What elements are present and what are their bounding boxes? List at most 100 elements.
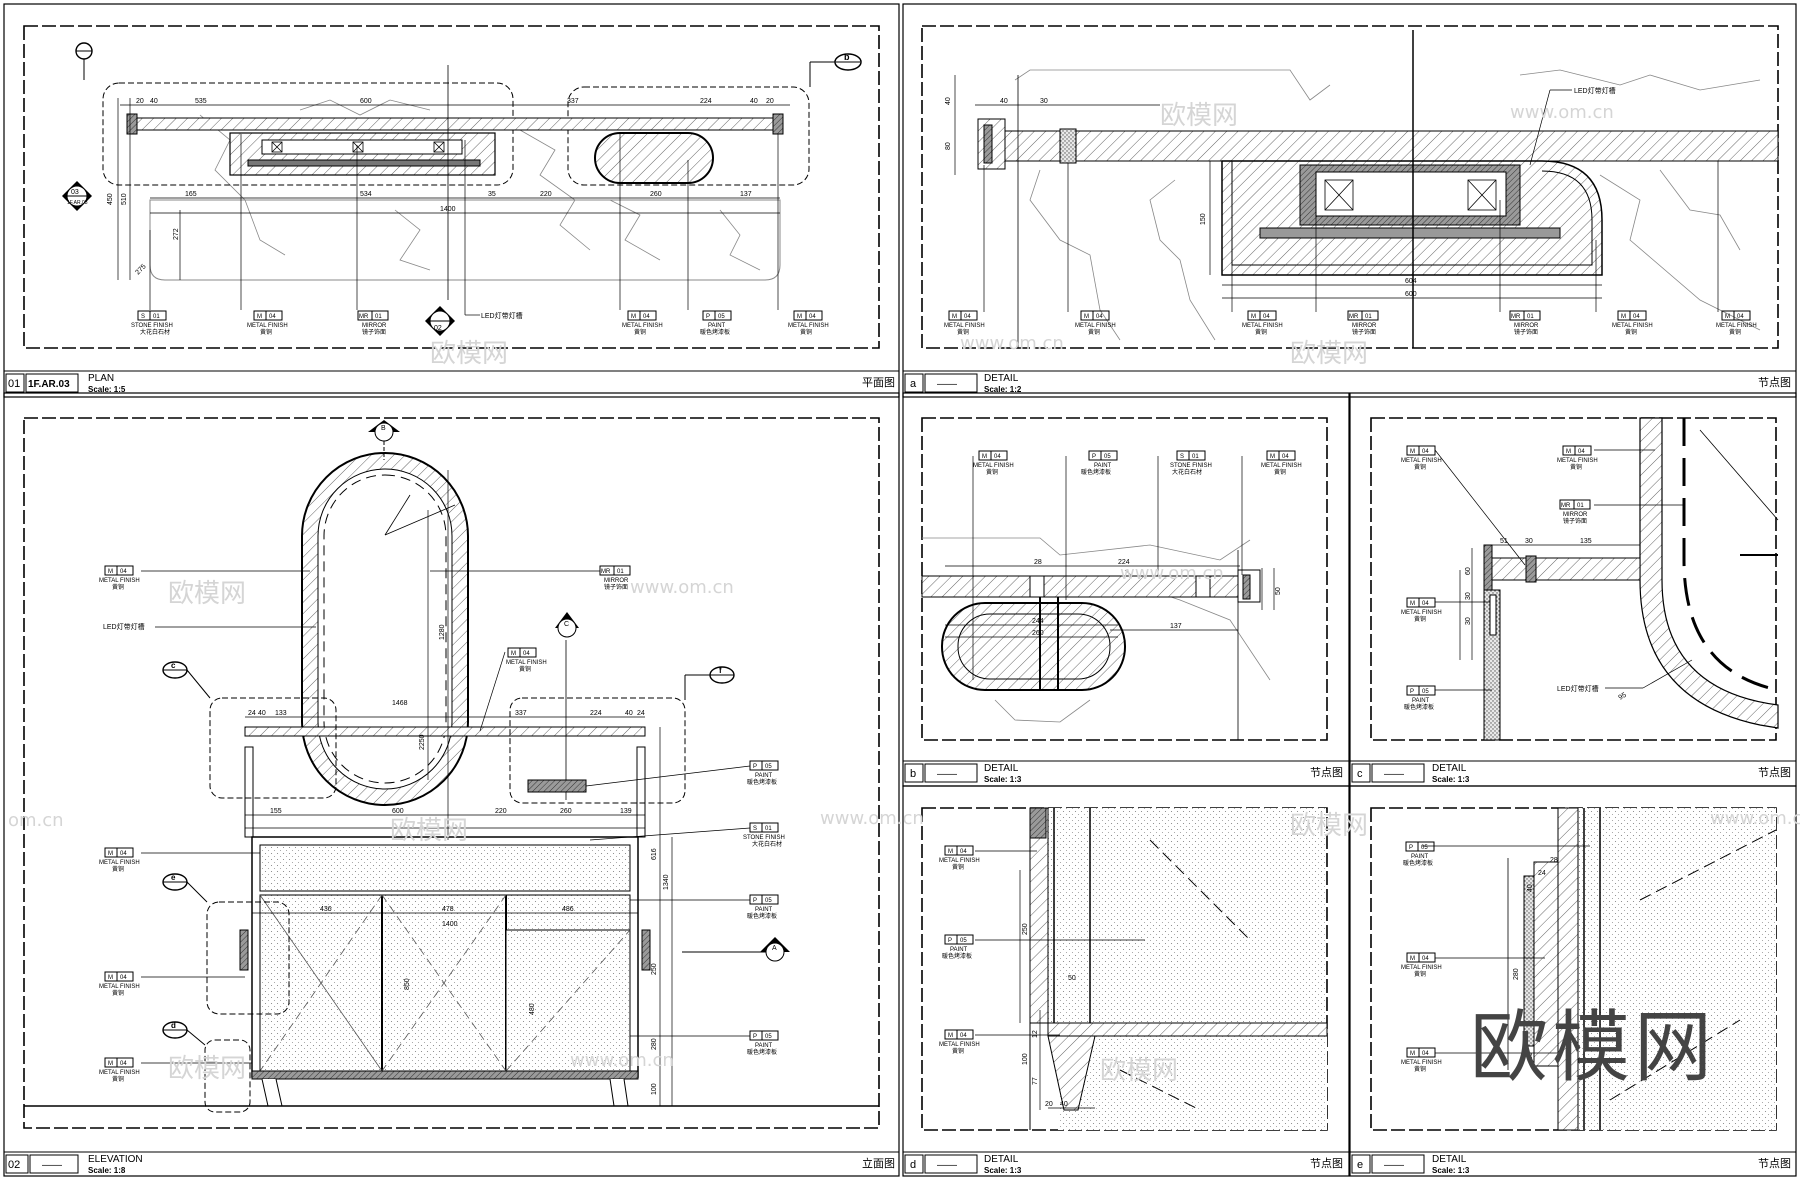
svg-text:MIRROR: MIRROR bbox=[1352, 323, 1377, 329]
svg-text:272: 272 bbox=[173, 228, 180, 240]
svg-text:暖色烤漆板: 暖色烤漆板 bbox=[747, 1048, 777, 1056]
panel-title: DETAIL bbox=[1432, 763, 1467, 774]
svg-text:黄铜: 黄铜 bbox=[1274, 468, 1286, 476]
svg-text:60: 60 bbox=[1465, 567, 1472, 575]
svg-text:04: 04 bbox=[1422, 956, 1429, 962]
svg-text:P: P bbox=[1409, 845, 1413, 851]
svg-text:METAL FINISH: METAL FINISH bbox=[1401, 1060, 1442, 1066]
svg-text:METAL FINISH: METAL FINISH bbox=[1261, 463, 1302, 469]
svg-text:PAINT: PAINT bbox=[950, 947, 968, 953]
svg-text:黄铜: 黄铜 bbox=[986, 468, 998, 476]
svg-text:04: 04 bbox=[120, 1061, 127, 1067]
elev-marker-C: C bbox=[555, 612, 579, 638]
panel-scale: Scale: 1:5 bbox=[88, 385, 126, 394]
svg-text:黄铜: 黄铜 bbox=[112, 1075, 124, 1083]
watermark-logo: 欧模网 bbox=[1470, 1003, 1717, 1093]
svg-text:05: 05 bbox=[960, 938, 967, 944]
panel-num: b bbox=[910, 768, 916, 780]
watermark-site: www.om.cn bbox=[820, 808, 924, 829]
svg-text:暖色烤漆板: 暖色烤漆板 bbox=[747, 912, 777, 920]
svg-text:04: 04 bbox=[1096, 314, 1103, 320]
svg-text:04: 04 bbox=[1263, 314, 1270, 320]
svg-text:51: 51 bbox=[1500, 538, 1508, 545]
svg-text:05: 05 bbox=[1421, 845, 1428, 851]
svg-text:METAL FINISH: METAL FINISH bbox=[1401, 458, 1442, 464]
svg-text:STONE FINISH: STONE FINISH bbox=[1170, 463, 1212, 469]
plan-section-marker-b: b bbox=[809, 52, 862, 87]
watermark: 欧模网 bbox=[1100, 1056, 1179, 1086]
svg-text:250: 250 bbox=[651, 963, 658, 975]
watermark-site: www.om.cn bbox=[1710, 808, 1800, 829]
svg-text:M: M bbox=[1621, 314, 1626, 320]
plan-elevation-marker: 02 bbox=[425, 306, 455, 336]
svg-text:40: 40 bbox=[150, 98, 158, 105]
detail-b-dimension-labels: 28 224 244 260 137 50 bbox=[1032, 559, 1282, 637]
svg-text:04: 04 bbox=[964, 314, 971, 320]
svg-text:LED灯带灯槽: LED灯带灯槽 bbox=[1557, 684, 1599, 693]
svg-text:04: 04 bbox=[1737, 314, 1744, 320]
title-bar-d: d —— DETAIL Scale: 1:3 节点图 bbox=[903, 1151, 1349, 1175]
svg-text:黄铜: 黄铜 bbox=[1414, 1065, 1426, 1073]
svg-text:20: 20 bbox=[766, 98, 774, 105]
svg-text:04: 04 bbox=[960, 849, 967, 855]
svg-text:S: S bbox=[141, 314, 145, 320]
svg-text:METAL FINISH: METAL FINISH bbox=[1612, 323, 1653, 329]
svg-text:04: 04 bbox=[1422, 1051, 1429, 1057]
svg-text:MR: MR bbox=[1349, 314, 1359, 320]
svg-text:24: 24 bbox=[248, 710, 256, 717]
svg-text:暖色烤漆板: 暖色烤漆板 bbox=[942, 952, 972, 960]
svg-text:260: 260 bbox=[560, 808, 572, 815]
svg-text:04: 04 bbox=[1633, 314, 1640, 320]
title-bar-01: 01 1F.AR.03 PLAN Scale: 1:5 平面图 bbox=[4, 370, 899, 394]
svg-text:镜子饰面: 镜子饰面 bbox=[1514, 328, 1538, 336]
svg-text:S: S bbox=[1180, 454, 1184, 460]
detail-e-dimension-labels: 28 24 40 280 30 bbox=[1513, 857, 1558, 1060]
svg-text:534: 534 bbox=[360, 191, 372, 198]
svg-text:黄铜: 黄铜 bbox=[112, 583, 124, 591]
svg-text:大花白石材: 大花白石材 bbox=[1172, 468, 1202, 476]
svg-text:04: 04 bbox=[269, 314, 276, 320]
svg-text:450: 450 bbox=[107, 193, 114, 205]
svg-text:04: 04 bbox=[809, 314, 816, 320]
svg-text:01: 01 bbox=[1527, 314, 1534, 320]
svg-text:PAINT: PAINT bbox=[1411, 854, 1429, 860]
svg-text:B: B bbox=[381, 425, 386, 432]
svg-text:黄铜: 黄铜 bbox=[1414, 970, 1426, 978]
svg-text:95: 95 bbox=[1618, 692, 1628, 702]
svg-text:616: 616 bbox=[651, 848, 658, 860]
svg-text:28: 28 bbox=[1034, 559, 1042, 566]
svg-text:04: 04 bbox=[1422, 449, 1429, 455]
svg-text:01: 01 bbox=[153, 314, 160, 320]
svg-text:05: 05 bbox=[1104, 454, 1111, 460]
svg-text:d: d bbox=[171, 1021, 176, 1030]
panel-title: DETAIL bbox=[1432, 1154, 1467, 1165]
svg-text:e: e bbox=[171, 873, 176, 882]
svg-text:大花白石材: 大花白石材 bbox=[140, 328, 170, 336]
svg-text:80: 80 bbox=[945, 142, 952, 150]
svg-text:24: 24 bbox=[1538, 870, 1546, 877]
svg-text:165: 165 bbox=[185, 191, 197, 198]
title-bar-a: a —— DETAIL Scale: 1:2 节点图 bbox=[903, 370, 1796, 394]
svg-text:40: 40 bbox=[258, 710, 266, 717]
svg-text:04: 04 bbox=[120, 851, 127, 857]
svg-text:260: 260 bbox=[1032, 630, 1044, 637]
svg-text:1400: 1400 bbox=[442, 921, 458, 928]
svg-text:黄铜: 黄铜 bbox=[1570, 463, 1582, 471]
svg-text:337: 337 bbox=[567, 98, 579, 105]
svg-text:436: 436 bbox=[320, 906, 332, 913]
